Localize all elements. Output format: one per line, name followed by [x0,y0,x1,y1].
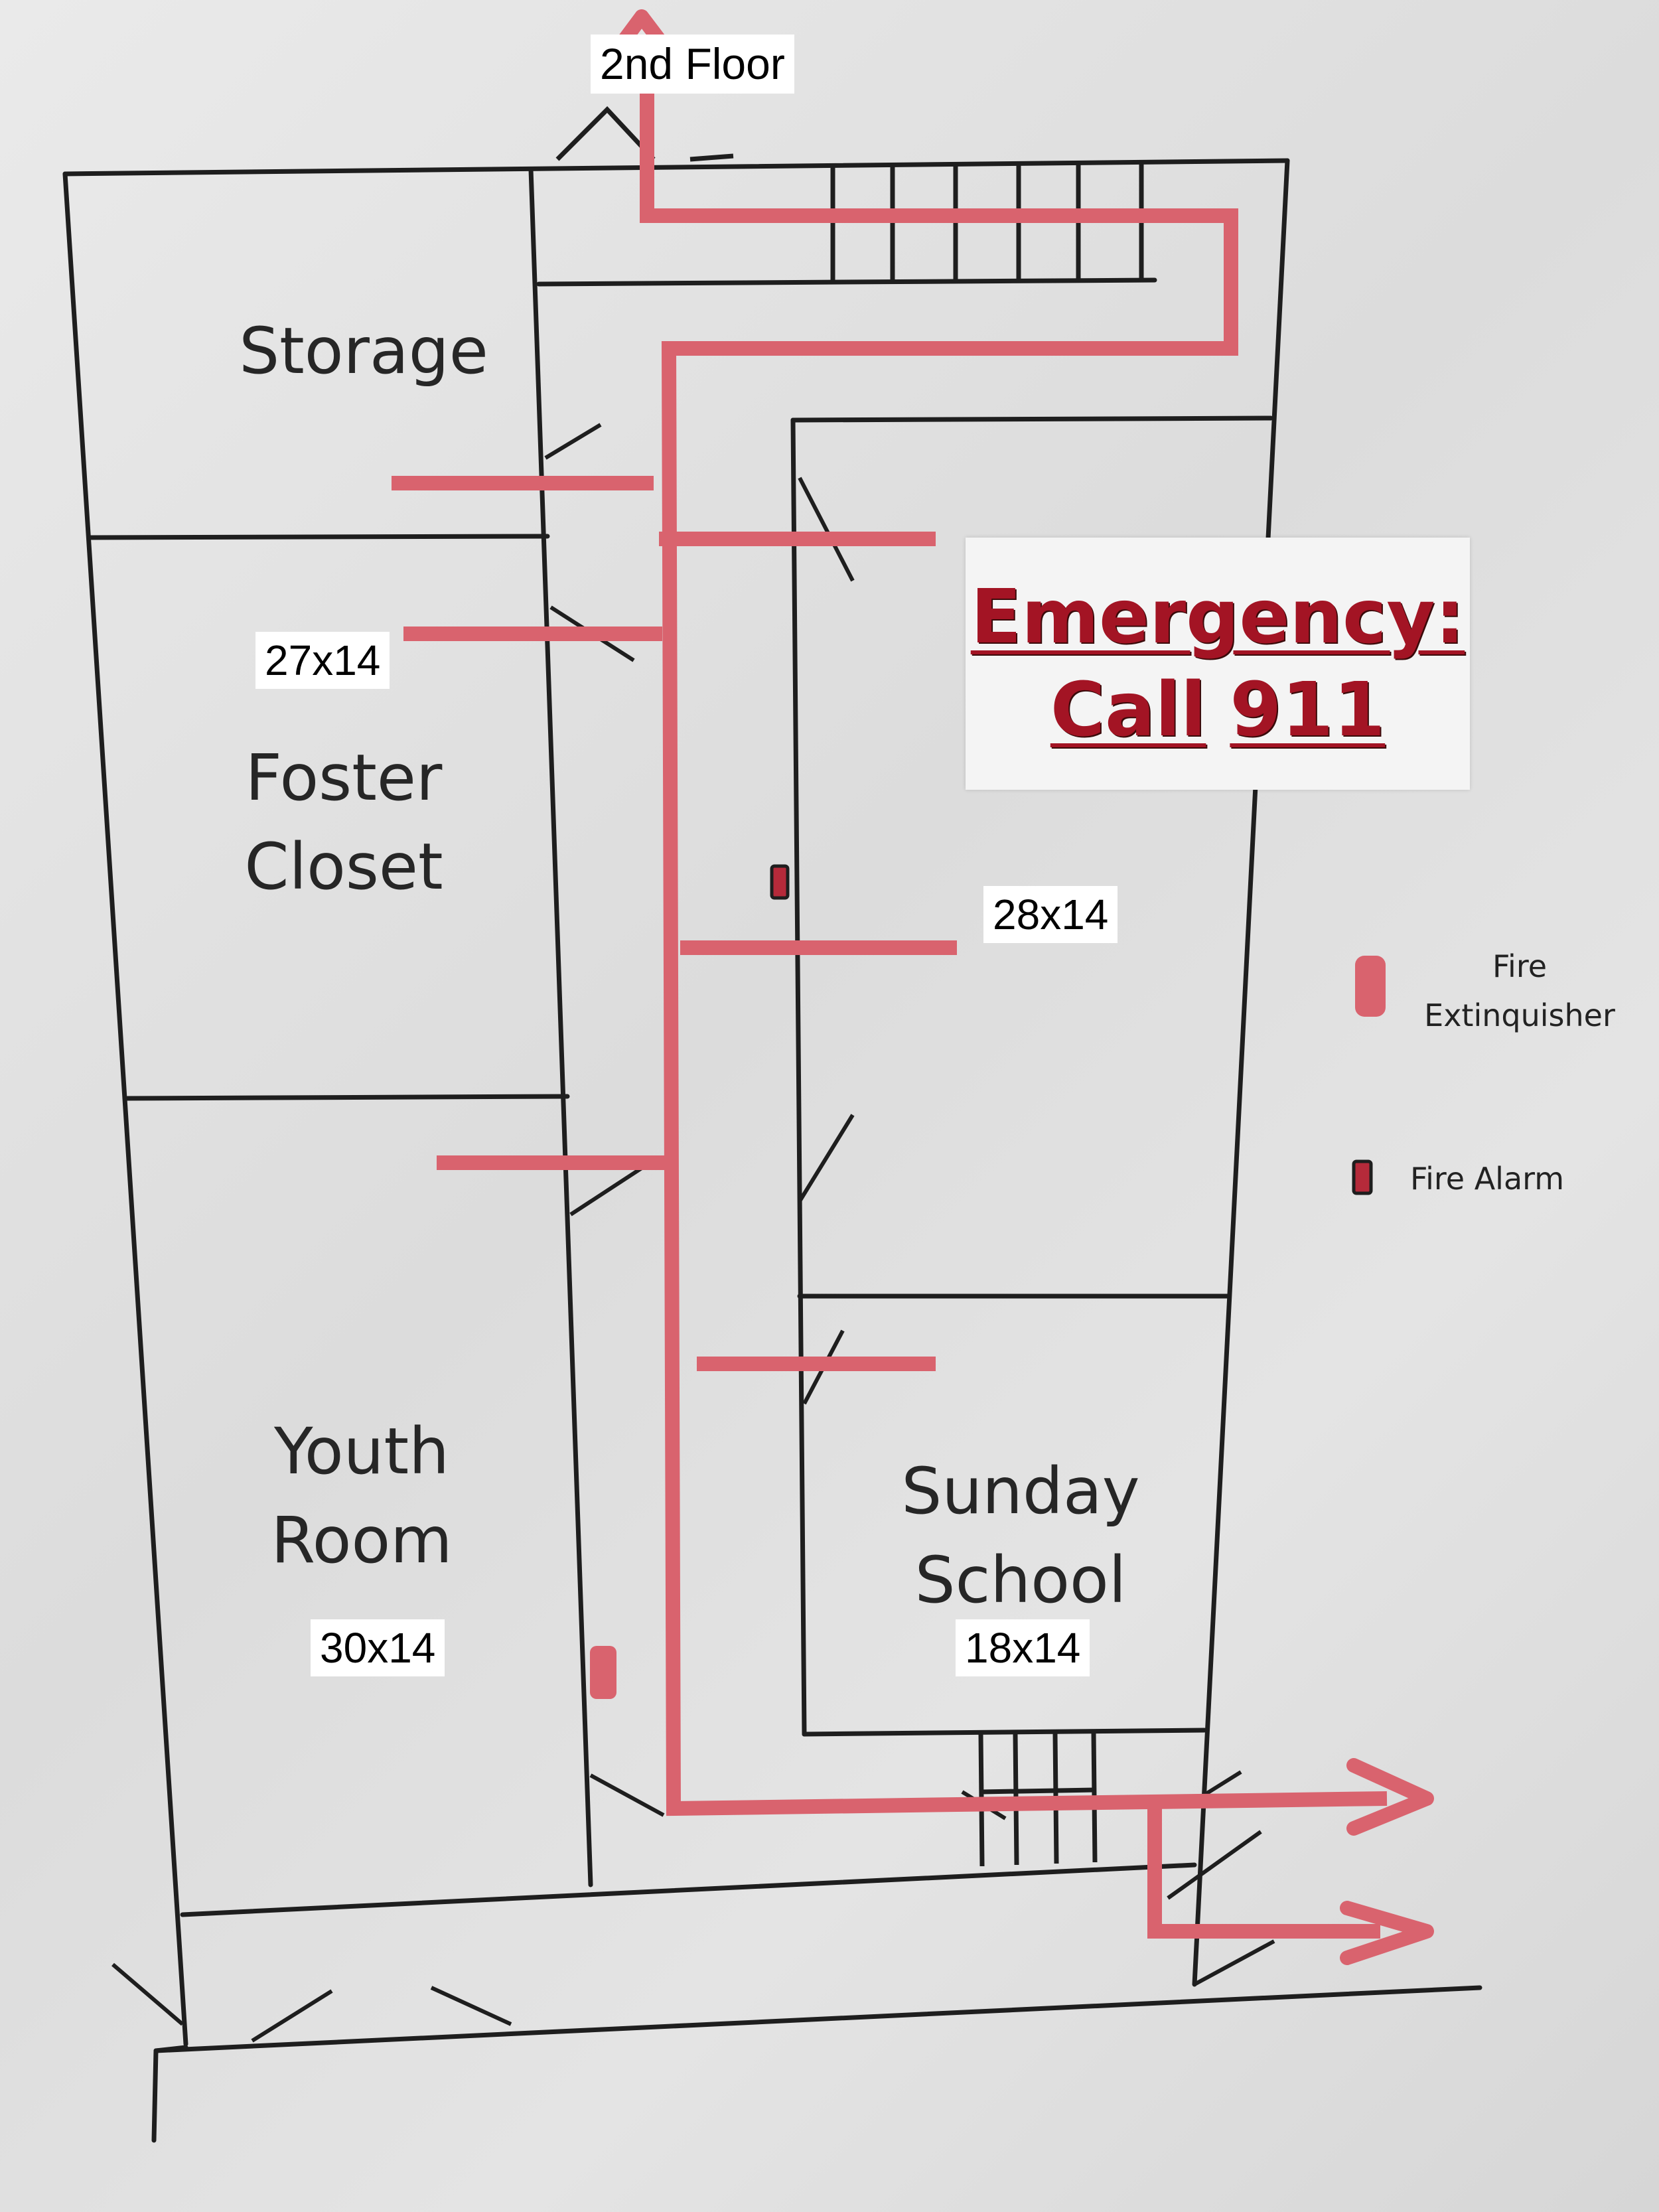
legend-alarm-icon [1352,1159,1373,1195]
fire-extinguisher-icon [590,1646,616,1699]
legend-alarm-label: Fire Alarm [1410,1161,1565,1197]
foster-closet-label-line-2: Closet [244,830,443,905]
unnamed-room-size: 28x14 [983,886,1118,944]
room-sunday-school-label: Sunday School [901,1447,1139,1625]
emergency-call-word: Call [1050,667,1206,753]
youth-room-size: 30x14 [311,1619,445,1677]
emergency-call-line: Call 911 [1050,664,1385,757]
sunday-school-size: 18x14 [956,1619,1090,1677]
room-storage-label: Storage [239,307,488,396]
walls [62,158,1482,2143]
foster-closet-size: 27x14 [255,632,390,690]
youth-room-label-line-2: Room [271,1503,453,1578]
legend-extinguisher-icon [1355,956,1386,1017]
exit-arrow-right-upper [1346,1758,1434,1836]
foster-closet-label-line-1: Foster [245,741,443,815]
exit-route [392,37,1388,1939]
youth-room-label-line-1: Youth [274,1414,449,1489]
legend-extinguisher-label: Fire Extinquisher [1424,948,1615,1033]
room-foster-closet-label: Foster Closet [244,733,443,912]
storage-label-line-1: Storage [239,314,488,388]
emergency-heading: Emergency: [970,574,1465,660]
floor-label: 2nd Floor [591,35,794,94]
emergency-number: 911 [1230,667,1386,753]
exit-arrow-right-lower [1340,1901,1434,1965]
fire-alarm-icon [770,864,790,900]
emergency-notice: Emergency: Call 911 [966,538,1470,790]
sunday-school-label-line-1: Sunday [901,1454,1140,1528]
room-youth-room-label: Youth Room [271,1407,452,1585]
sunday-school-label-line-2: School [914,1543,1127,1618]
